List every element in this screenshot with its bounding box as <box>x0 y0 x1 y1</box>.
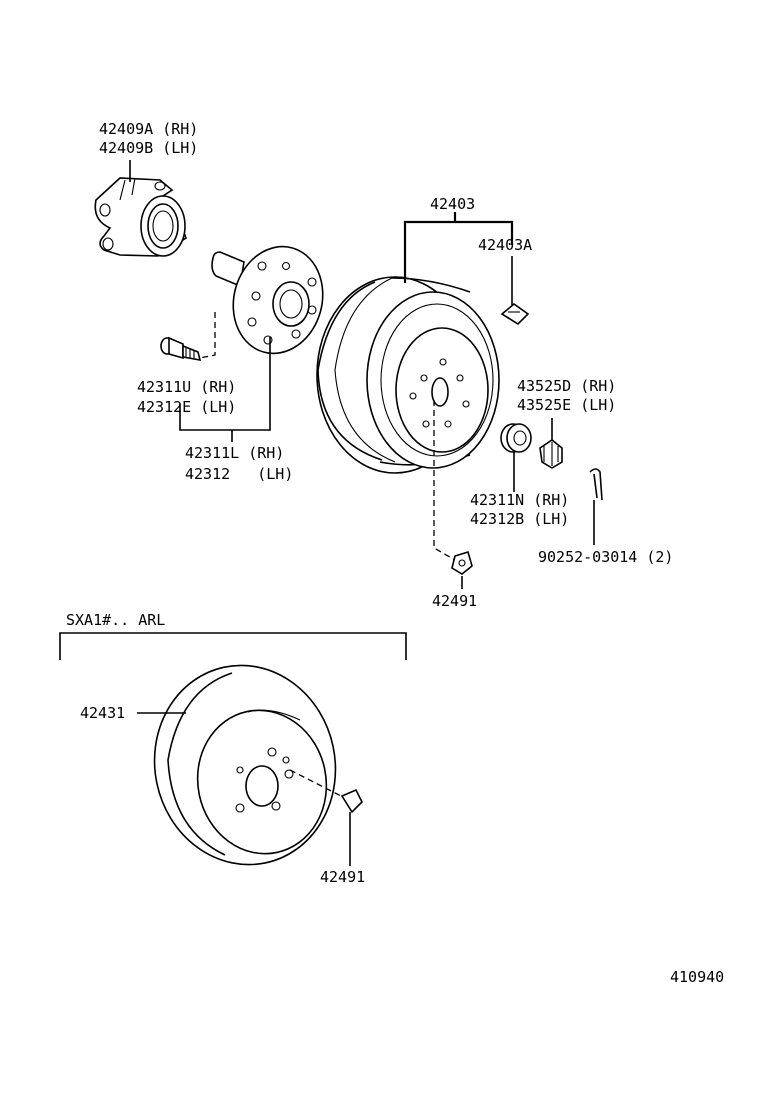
hub-bearing-part <box>94 177 187 257</box>
label-nut-lh: 42312B (LH) <box>470 510 569 528</box>
cotter-pin-part <box>589 468 603 501</box>
label-drum-clip: 42403A <box>478 236 532 254</box>
label-hub-bolt-e-lh: 42312E (LH) <box>137 398 236 416</box>
nut-cap-part <box>539 439 563 469</box>
axle-hub-part <box>211 245 324 355</box>
lock-nut-part <box>500 423 532 453</box>
label-hub-bearing-lh: 42409B (LH) <box>99 139 198 157</box>
label-plug-bottom: 42491 <box>320 868 365 886</box>
hub-bolt-part <box>160 336 202 362</box>
label-hub-bolt-l-rh: 42311L (RH) <box>185 444 284 462</box>
label-cap-lh: 43525E (LH) <box>517 396 616 414</box>
label-cap-rh: 43525D (RH) <box>517 377 616 395</box>
plug-top-part <box>451 550 473 575</box>
plug-bottom-part <box>340 788 363 814</box>
label-hub-bolt-lh: 42312 (LH) <box>185 465 293 483</box>
label-plug-top: 42491 <box>432 592 477 610</box>
label-nut-rh: 42311N (RH) <box>470 491 569 509</box>
label-drum-assy: 42403 <box>430 195 475 213</box>
drum-clip-part <box>500 302 530 326</box>
disc-rotor-part <box>153 664 337 866</box>
label-cotter-pin: 90252-03014 (2) <box>538 548 673 566</box>
brake-drum-part <box>316 276 500 474</box>
label-hub-bearing-rh: 42409A (RH) <box>99 120 198 138</box>
label-hub-bolt-u-rh: 42311U (RH) <box>137 378 236 396</box>
figure-number: 410940 <box>670 968 724 986</box>
label-variant: SXA1#.. ARL <box>66 611 165 629</box>
label-disc: 42431 <box>80 704 125 722</box>
